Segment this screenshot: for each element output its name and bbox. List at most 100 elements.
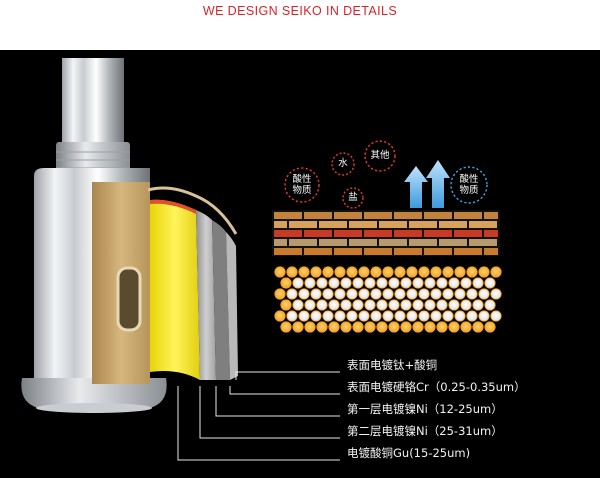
brick (469, 239, 497, 246)
hex-cell (304, 277, 316, 289)
faucet-pipe (62, 58, 124, 148)
brick (454, 248, 482, 255)
edge-layer (147, 186, 238, 235)
hex-cell (346, 266, 358, 278)
hex-cell (400, 299, 412, 311)
hex-cell (472, 299, 484, 311)
hex-cell (394, 266, 406, 278)
hex-cell (406, 288, 418, 300)
hex-cell (484, 321, 496, 333)
hex-cell (448, 321, 460, 333)
hex-cell (484, 277, 496, 289)
brick (274, 239, 287, 246)
hex-cell (406, 266, 418, 278)
hex-cell (412, 299, 424, 311)
faucet-illustration (21, 58, 502, 461)
detail-panel: 酸性 物质 水 其他 盐 酸性 物质 表面电镀钛+酸铜 表面电镀硬铬Cr（0.2… (0, 50, 600, 478)
hex-cell (388, 277, 400, 289)
hex-cell (454, 266, 466, 278)
yellow-layer (150, 199, 200, 380)
hex-cell (478, 288, 490, 300)
hex-cell (442, 310, 454, 322)
brick (394, 248, 422, 255)
hex-cell (394, 310, 406, 322)
hex-cell (424, 277, 436, 289)
hex-cell (424, 321, 436, 333)
hex-cell (478, 266, 490, 278)
hex-cell (304, 321, 316, 333)
brick (394, 212, 422, 219)
brick (424, 212, 452, 219)
hex-cell (478, 310, 490, 322)
brick (319, 239, 347, 246)
brick (409, 221, 437, 228)
hex-cell (436, 277, 448, 289)
brick (334, 212, 362, 219)
brick (454, 230, 482, 237)
hex-cell (316, 299, 328, 311)
hex-cell (316, 277, 328, 289)
hex-cell (334, 266, 346, 278)
hex-cell (346, 288, 358, 300)
hex-cell (454, 310, 466, 322)
hex-cell (490, 288, 502, 300)
brick (424, 248, 452, 255)
layer-label-3: 第一层电镀镍Ni（12-25um） (347, 402, 503, 416)
hex-cell (460, 277, 472, 289)
hex-cell (316, 321, 328, 333)
brick (274, 230, 302, 237)
hex-cell (358, 266, 370, 278)
salt-bubble (342, 187, 364, 209)
brick (349, 221, 377, 228)
hex-cell (328, 277, 340, 289)
gray-layer-2 (212, 220, 230, 380)
brick (274, 221, 287, 228)
brick (379, 221, 407, 228)
hex-cell (382, 266, 394, 278)
hex-cell (346, 310, 358, 322)
hex-cell (406, 310, 418, 322)
red-layer (150, 199, 196, 214)
hex-cell (340, 277, 352, 289)
hex-cell (412, 321, 424, 333)
hex-cell (436, 299, 448, 311)
hex-cell (370, 288, 382, 300)
hex-cell (286, 288, 298, 300)
hex-cell (388, 299, 400, 311)
brick (364, 212, 392, 219)
layer-label-2: 表面电镀硬铬Cr（0.25-0.35um） (347, 380, 526, 394)
hex-cell (280, 321, 292, 333)
brick (379, 239, 407, 246)
hex-cell (418, 288, 430, 300)
leader-lines (177, 371, 340, 461)
hex-cell (352, 321, 364, 333)
page-title: WE DESIGN SEIKO IN DETAILS (202, 4, 398, 18)
hex-cell (292, 299, 304, 311)
brick (484, 248, 498, 255)
other-bubble (364, 140, 396, 172)
brick (289, 239, 317, 246)
hex-cell (466, 266, 478, 278)
hex-cell (442, 266, 454, 278)
hex-cell (352, 277, 364, 289)
hex-cell (364, 321, 376, 333)
brick (439, 221, 467, 228)
hex-cell (376, 299, 388, 311)
brick (394, 230, 422, 237)
bubble-other-label: 其他 (370, 150, 390, 161)
gray-layer-3 (226, 232, 238, 380)
hex-cell (460, 299, 472, 311)
up-arrows-icon (404, 160, 450, 208)
brick (364, 230, 392, 237)
brick (349, 239, 377, 246)
hex-cell (370, 266, 382, 278)
brick-wall (272, 210, 500, 256)
hex-cell (328, 321, 340, 333)
brick (334, 230, 362, 237)
hex-cell (322, 266, 334, 278)
brick (484, 212, 498, 219)
layer-label-1: 表面电镀钛+酸铜 (347, 358, 438, 372)
brick (484, 230, 498, 237)
brick (319, 221, 347, 228)
hex-cell (376, 321, 388, 333)
